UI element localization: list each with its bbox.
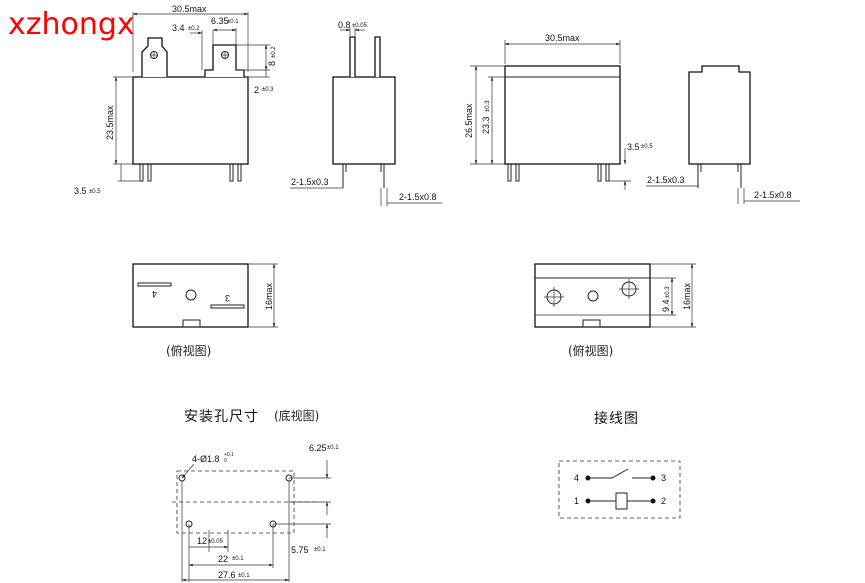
front-view-right: 30.5max 26.5max 23.3 ±0.3 3.5 ±0.5 [464,33,653,190]
front-height-label: 23.5max [105,105,115,140]
mounting-hole-diagram: 安装孔尺寸 (底视图) 4-Ø1.8 +0.1 0 6.25 ±0.1 12 ±… [172,408,339,582]
terminal-tab-left [141,37,168,77]
dim-625-tol: ±0.1 [327,445,339,451]
terminal-height-tol: ±0.2 [271,46,277,58]
gap-label: 2 [254,85,259,95]
top-right-caption: (俯视图) [568,343,613,358]
body-height-tol: ±0.3 [485,100,491,112]
side-pins [342,164,385,188]
inner-dim-tol: ±0.3 [665,286,671,298]
terminal-width-tol: ±0.1 [227,19,239,25]
hole-spec-label: 4-Ø1.8 [192,454,220,464]
terminal-height-label: 8 [267,61,277,66]
side-terminal-tabs [349,36,381,77]
terminal-4-label: 4 [152,289,157,299]
top-right-center-hole [587,290,599,302]
terminal-width-label: 6.35 [211,16,229,26]
dim-625-label: 6.25 [309,443,327,453]
dim-276-tol: ±0.1 [238,573,250,579]
front-width-label: 30.5max [172,4,207,14]
hole-spec-tol-top: +0.1 [224,452,234,458]
top-left-depth-label: 16max [264,282,274,310]
side-right-pins [697,164,742,188]
mounting-subtitle: (底视图) [274,408,319,423]
relay-body-side [332,76,396,165]
side-view-right: 2-1.5x0.3 2-1.5x0.8 [646,65,800,204]
side-pin-label-a: 2-1.5x0.3 [291,177,329,187]
tab-thickness-label: 0.8 [338,20,351,30]
pcb-pins-front [139,164,242,182]
relay-body-front-right [504,65,621,165]
pin-length-label: 3.5 [74,186,87,196]
dim-22-tol: ±0.1 [232,556,244,562]
front-right-width-label: 30.5max [545,33,580,43]
top-right-notch [582,319,601,328]
terminal-3-label: 3 [225,293,230,303]
relay-body-side-right [688,65,751,165]
pin-2-label: 2 [661,496,666,506]
pin-1-label: 1 [574,496,579,506]
side-pin-label-b: 2-1.5x0.8 [399,192,437,202]
pcb-pins-front-right [507,164,610,182]
contact-switch-symbol [588,468,653,479]
hole-spec-tol-bottom: 0 [224,458,227,464]
dim-575-tol: ±0.1 [314,547,326,553]
dim-575-label: 5.75 [291,545,309,555]
coil-symbol [615,492,628,510]
dim-12-tol: ±0.05 [208,539,224,545]
relay-top-right [534,263,651,328]
top-view-left: 4 3 16max (俯视图) [132,263,278,358]
dim-276-label: 27.6 [218,570,236,580]
gap-tol: ±0.3 [262,87,274,93]
top-left-caption: (俯视图) [166,343,211,358]
wiring-diagram: 接线图 4 3 1 2 [558,410,681,519]
body-height-label: 23.3 [481,116,491,134]
pin-3-label: 3 [661,473,666,483]
dim-12-label: 12 [197,536,207,546]
pin-4-label: 4 [574,473,579,483]
terminal-tab-right [204,44,245,77]
front-view-left: 30.5max 3.4 ±0.2 6.35 ±0.1 8 ±0.2 2 ±0.3… [74,4,277,196]
dim-22-label: 22 [218,554,228,564]
side-right-pin-label-b: 2-1.5x0.8 [754,190,792,200]
top-left-center-hole [185,289,197,301]
wiring-title: 接线图 [594,410,639,427]
top-left-notch [182,319,201,328]
terminal-4-slot [137,282,172,287]
top-view-right: 9.4 ±0.3 16max (俯视图) [534,263,696,358]
front-right-pin-length-label: 3.5 [627,142,640,152]
pin-length-tol: ±0.5 [89,189,101,195]
tab-thickness-tol: ±0.05 [352,23,368,29]
terminal-pitch-tol: ±0.2 [188,26,200,32]
overall-height-label: 26.5max [464,103,474,138]
top-right-depth-label: 16max [682,282,692,310]
watermark-text: xzhongx [8,7,135,42]
relay-body-front [132,76,249,165]
mounting-title: 安装孔尺寸 [184,409,259,425]
side-right-pin-label-a: 2-1.5x0.3 [647,175,685,185]
side-view-left: 0.8 ±0.05 2-1.5x0.3 2-1.5x0.8 [290,20,442,206]
inner-dim-label: 9.4 [661,299,671,312]
front-right-pin-length-tol: ±0.5 [641,144,653,150]
wiring-outline [558,460,681,519]
terminal-3-slot [210,304,245,309]
terminal-pitch-label: 3.4 [172,23,185,33]
